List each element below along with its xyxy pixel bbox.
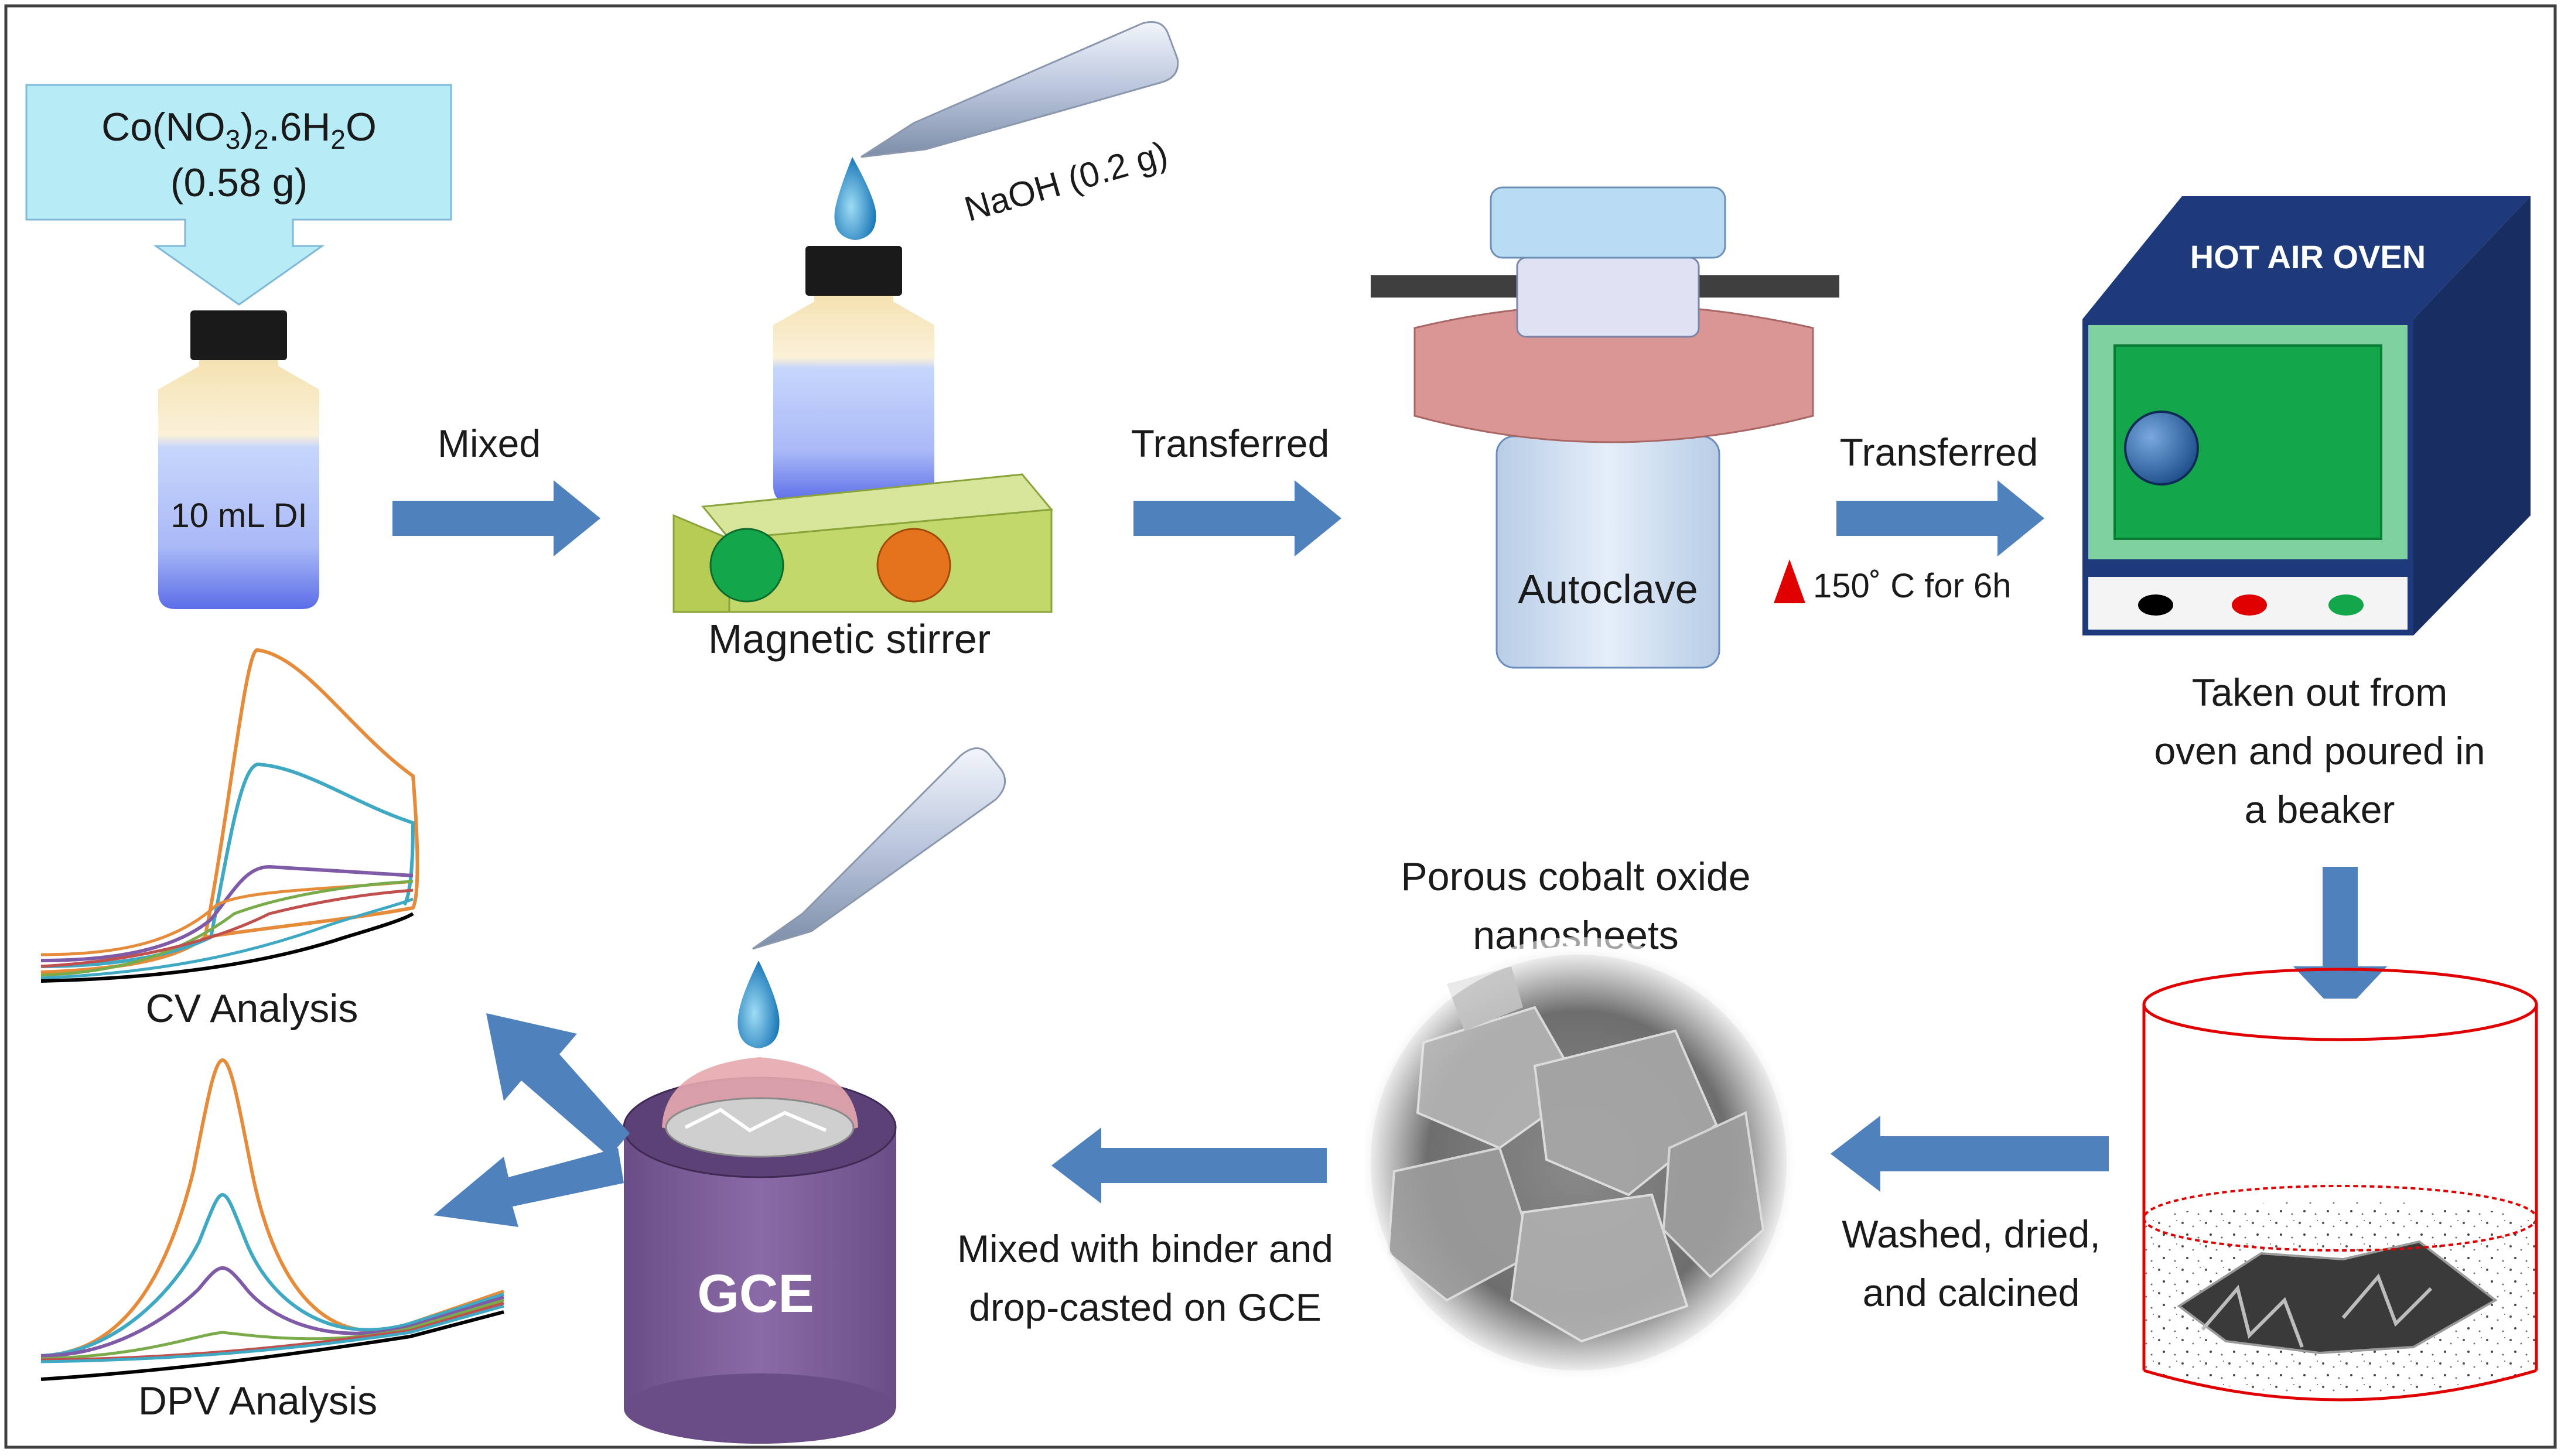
heating-condition: 150˚ C for 6h xyxy=(1813,567,2012,605)
arrow-down-to-beaker xyxy=(2293,867,2387,1016)
arrow-mixed: Mixed xyxy=(392,422,600,556)
beaker xyxy=(2142,968,2538,1402)
sem-nanosheets: Porous cobalt oxide nanosheets xyxy=(1353,855,1804,1388)
diagram-border xyxy=(4,4,2557,1449)
arrow-transferred-2: Transferred 150˚ C for 6h xyxy=(1774,430,2044,605)
autoclave-label: Autoclave xyxy=(1518,566,1698,612)
magnetic-stirrer: Magnetic stirrer xyxy=(672,473,1053,662)
stirrer-green-knob xyxy=(709,528,784,603)
oven-red-button xyxy=(2232,594,2267,616)
oven-title: HOT AIR OVEN xyxy=(2190,238,2426,275)
bottle-body xyxy=(158,360,319,609)
naoh-drop-icon xyxy=(834,157,876,240)
gce-pipette-tip xyxy=(752,747,1006,950)
bottle-cap xyxy=(190,310,287,360)
stirrer-bottle xyxy=(773,246,934,503)
pipette-tip xyxy=(861,21,1179,158)
nanosheets-title-line-1: Porous cobalt oxide xyxy=(1401,855,1750,899)
dropcast-line-2: drop-casted on GCE xyxy=(969,1286,1322,1329)
arrow-to-dpv xyxy=(433,1148,624,1227)
oven-black-button xyxy=(2138,594,2173,616)
precursor-callout: Co(NO3)2.6H2O (0.58 g) xyxy=(25,84,452,306)
autoclave-left-clamp xyxy=(1371,275,1523,298)
gce-drop-icon xyxy=(737,961,780,1048)
arrow-transferred-2-label: Transferred xyxy=(1840,430,2038,474)
arrow-mixed-label: Mixed xyxy=(438,422,541,465)
dropcast-line-1: Mixed with binder and xyxy=(957,1227,1333,1270)
autoclave-right-clamp xyxy=(1687,275,1839,298)
oven-side xyxy=(2413,196,2531,635)
precursor-formula: Co(NO3)2.6H2O xyxy=(101,105,377,155)
gce-electrode: GCE xyxy=(623,1057,897,1444)
oven-after-line-1: Taken out from xyxy=(2192,671,2448,714)
oven-after-line-2: oven and poured in xyxy=(2154,729,2485,773)
autoclave-lid xyxy=(1490,186,1726,259)
stirrer-bottle-cap xyxy=(805,246,902,296)
arrow-drop-cast: Mixed with binder and drop-casted on GCE xyxy=(957,1127,1333,1329)
autoclave-neck xyxy=(1516,257,1700,338)
arrow-washed: Washed, dried, and calcined xyxy=(1831,1116,2109,1314)
di-water-bottle: 10 mL DI xyxy=(158,310,319,609)
cv-label: CV Analysis xyxy=(146,986,358,1031)
dpv-plot: DPV Analysis xyxy=(40,1058,504,1423)
gce-label: GCE xyxy=(697,1264,814,1324)
oven-after-line-3: a beaker xyxy=(2245,788,2395,831)
oven-top xyxy=(2082,196,2531,319)
precursor-amount: (0.58 g) xyxy=(170,160,308,205)
stirrer-bottle-body xyxy=(773,296,934,503)
cv-plot: CV Analysis xyxy=(40,648,419,1031)
stirrer-label: Magnetic stirrer xyxy=(708,616,991,662)
autoclave-body xyxy=(1495,435,1720,669)
heat-triangle-icon xyxy=(1774,559,1805,603)
precursor-box xyxy=(25,84,452,306)
arrow-transferred-1-label: Transferred xyxy=(1131,422,1330,465)
dpv-label: DPV Analysis xyxy=(138,1379,377,1423)
gce-pipette xyxy=(737,747,1006,1048)
bottle-label: 10 mL DI xyxy=(170,497,307,535)
oven-green-button xyxy=(2328,594,2364,616)
autoclave: Autoclave xyxy=(1371,186,1839,669)
hot-air-oven: HOT AIR OVEN Taken out from oven and pou… xyxy=(2082,196,2531,831)
washed-line-2: and calcined xyxy=(1863,1271,2080,1314)
arrow-transferred-1: Transferred xyxy=(1131,422,1341,556)
washed-line-1: Washed, dried, xyxy=(1842,1212,2100,1256)
stirrer-orange-knob xyxy=(876,528,951,603)
oven-knob xyxy=(2124,411,2199,486)
arrow-to-cv xyxy=(486,1013,630,1157)
